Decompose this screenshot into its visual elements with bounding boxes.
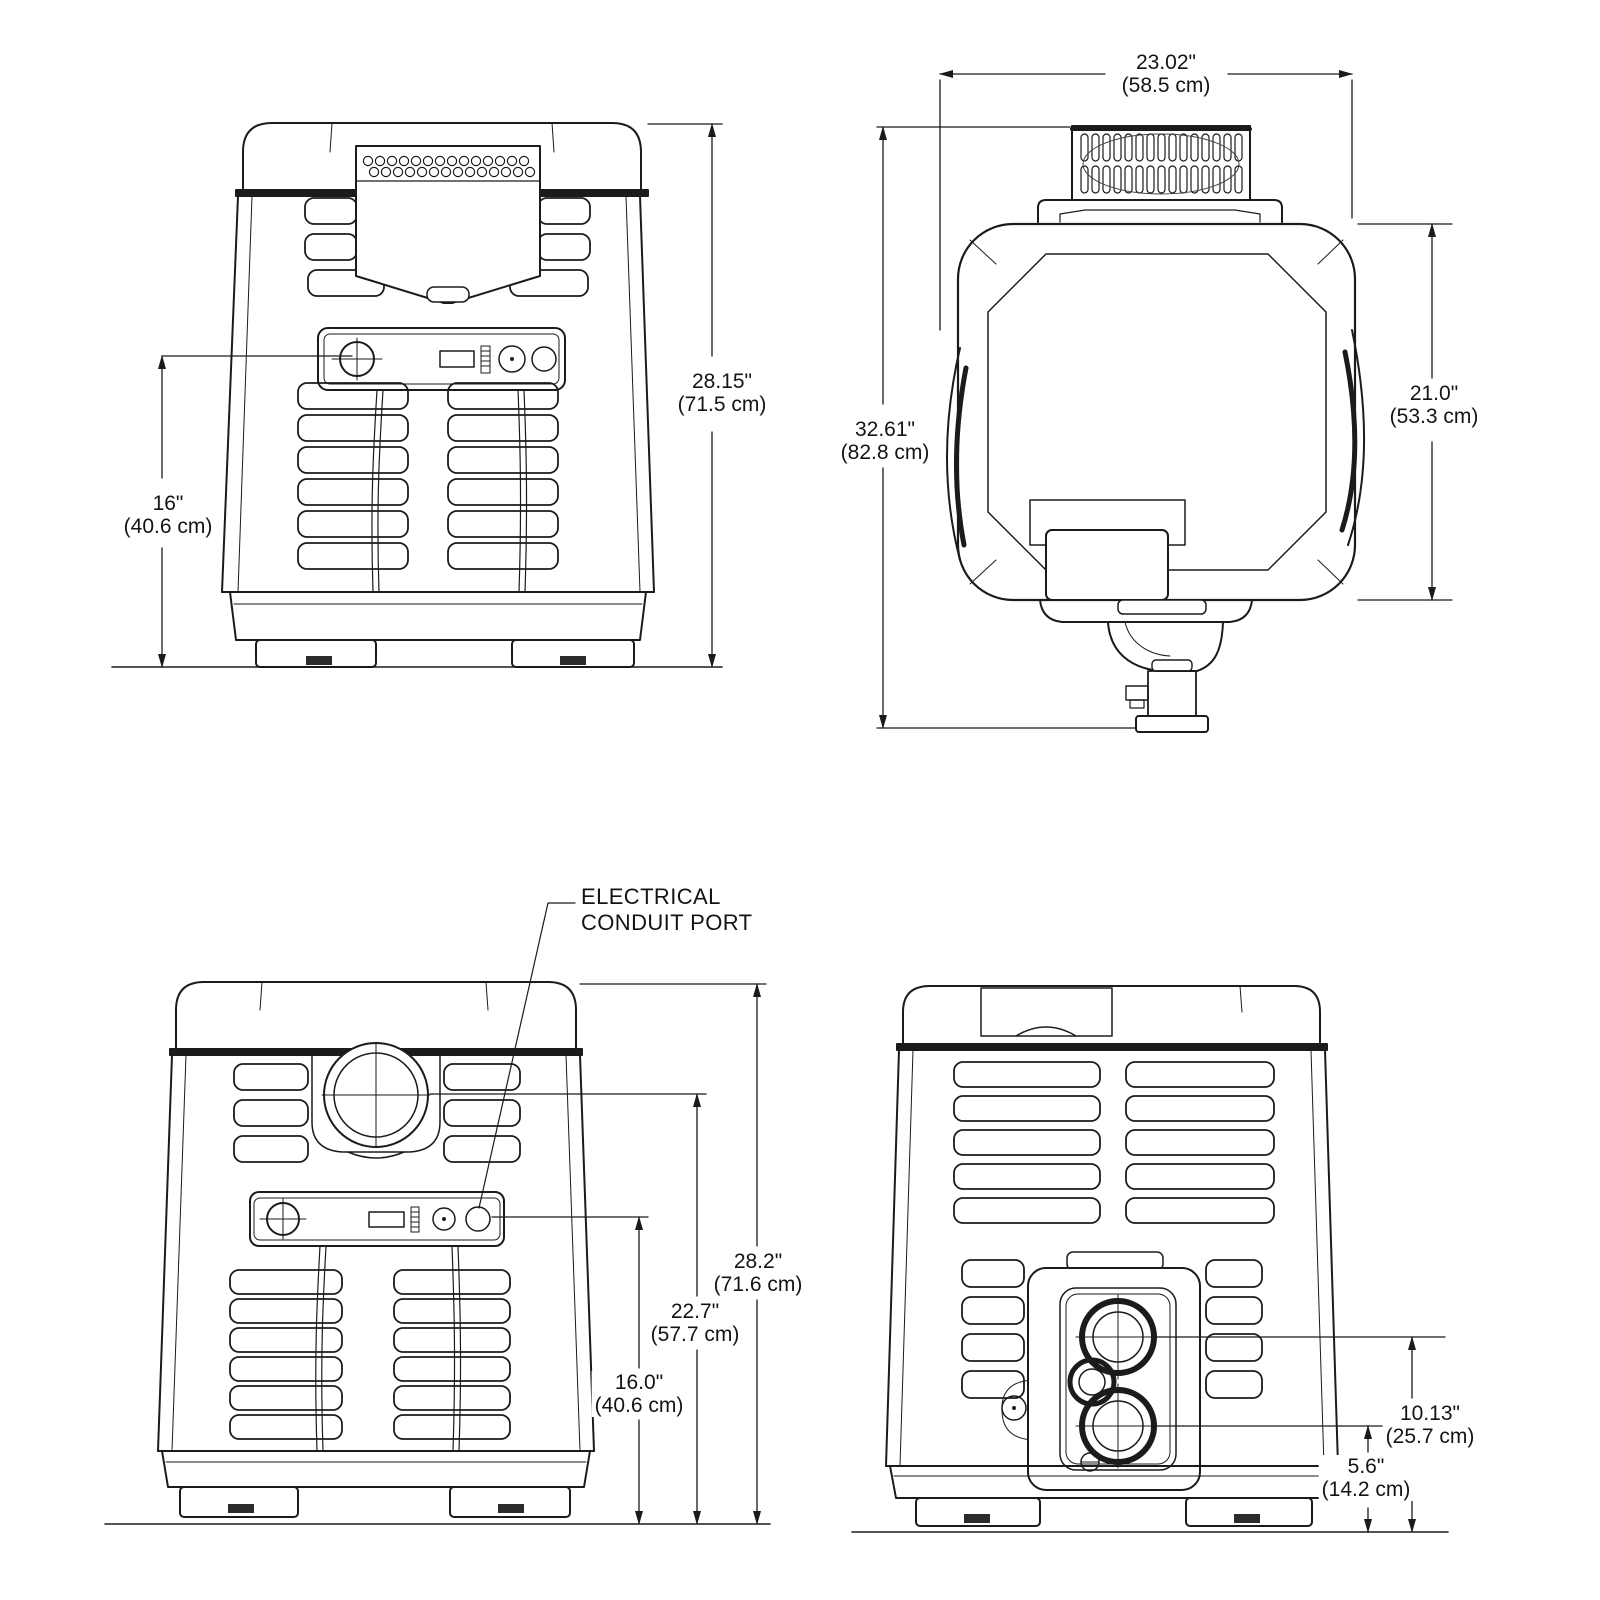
body-sides (221, 195, 655, 593)
extension-line (1357, 223, 1453, 601)
extension-line (939, 79, 1353, 331)
dim-conduitview-overall-height: 28.2" (71.6 cm) (710, 1250, 806, 1296)
indicator-light (498, 345, 526, 373)
flue-collar (311, 1054, 441, 1153)
dim-conduitview-flue-height: 22.7" (57.7 cm) (647, 1300, 743, 1346)
upper-louvers (233, 1063, 521, 1163)
dim-side-body-height: 21.0" (53.3 cm) (1386, 382, 1482, 428)
top-hatch (980, 987, 1113, 1037)
vent-fins-row2 (1080, 165, 1243, 194)
foot (915, 1497, 1041, 1527)
pipe-flange (1135, 715, 1209, 733)
foot (449, 1486, 571, 1518)
exhaust-deflector (355, 145, 541, 304)
electrical-conduit-port-callout: ELECTRICAL CONDUIT PORT (578, 884, 756, 936)
body-inner-face (987, 253, 1327, 571)
side-view-drawing (946, 125, 1366, 733)
extension-line (876, 126, 1137, 729)
callout-leader-line (478, 902, 576, 1209)
dim-conduitview-conduit-height: 16.0" (40.6 cm) (591, 1371, 687, 1417)
bottom-skirt (1039, 599, 1253, 623)
body-sides (885, 1049, 1339, 1467)
rear-view-drawing (851, 985, 1449, 1533)
lower-louvers (229, 1269, 511, 1440)
vent-fins-row1 (1080, 133, 1243, 162)
foot (1185, 1497, 1313, 1527)
dim-rear-inlet-height: 10.13" (25.7 cm) (1382, 1402, 1478, 1448)
dim-front-overall-height: 28.15" (71.5 cm) (674, 370, 770, 416)
top-cap (175, 981, 577, 1050)
cap-separator (896, 1043, 1328, 1051)
foot (179, 1486, 299, 1518)
electrical-conduit-port (465, 1206, 491, 1232)
indicator-light (432, 1207, 456, 1231)
top-cap (242, 122, 642, 191)
front-conduit-view-drawing (104, 902, 771, 1525)
conduit-port (531, 346, 557, 372)
display-window (368, 1211, 405, 1228)
screw (1080, 1452, 1100, 1472)
dimension-lines (158, 70, 1453, 1533)
access-panel (1045, 529, 1169, 601)
dim-rear-outlet-height: 5.6" (14.2 cm) (1318, 1455, 1414, 1501)
top-cap (902, 985, 1321, 1045)
upper-louvers (953, 1061, 1275, 1224)
control-panel (317, 327, 566, 391)
dim-front-panel-height: 16" (40.6 cm) (120, 492, 216, 538)
vent-mount-plate (1037, 199, 1283, 223)
lower-louvers (297, 382, 559, 570)
pipe (1147, 670, 1197, 717)
front-view-drawing (111, 122, 723, 668)
right-side-bulge (1347, 329, 1366, 546)
cables (371, 389, 528, 593)
cables (315, 1245, 462, 1452)
control-panel (249, 1191, 505, 1247)
plumbing-panel (1027, 1251, 1201, 1491)
dim-side-overall-height: 32.61" (82.8 cm) (837, 418, 933, 464)
left-side-bulge (946, 347, 961, 561)
side-louvers (961, 1259, 1263, 1399)
display-window (439, 350, 475, 368)
dim-side-overall-width: 23.02" (58.5 cm) (1118, 51, 1214, 97)
